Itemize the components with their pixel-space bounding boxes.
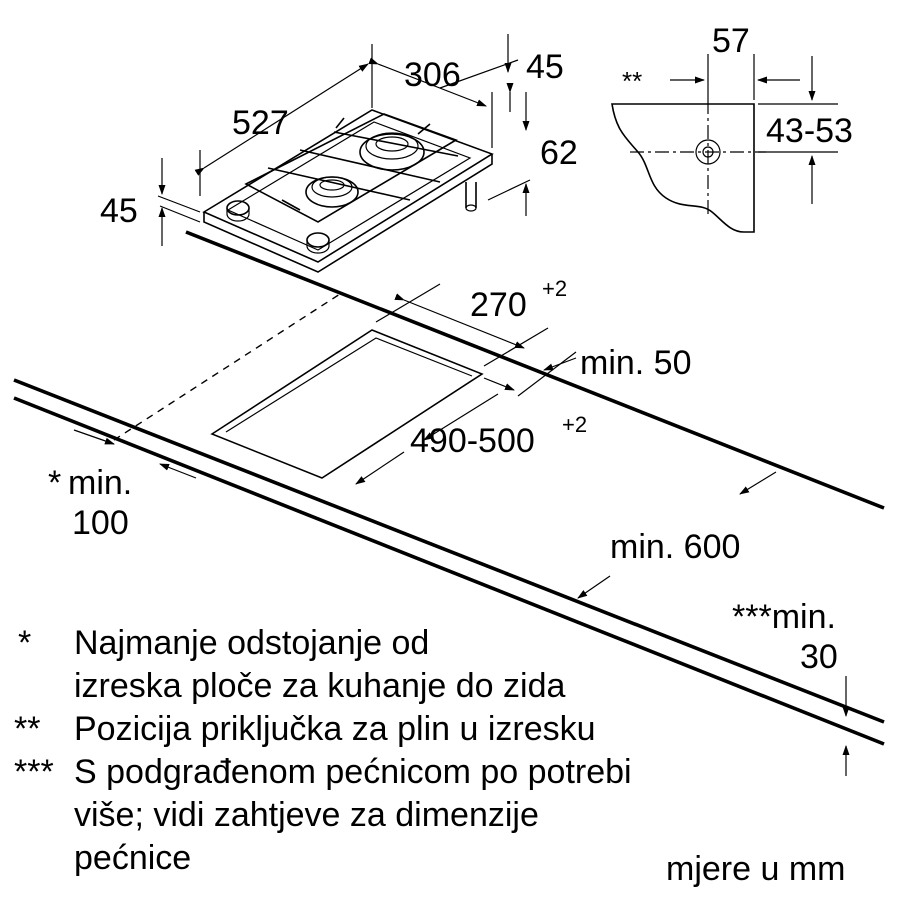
bracket-drawing: [611, 54, 838, 233]
dim-62: 62: [540, 134, 578, 172]
dim-57: 57: [712, 22, 750, 60]
worktop-drawing: [13, 230, 885, 746]
dim-270-tolerance: +2: [542, 276, 567, 301]
dim-490-500-tolerance: +2: [562, 412, 587, 437]
dim-45-side: 45: [100, 192, 138, 230]
note-1-line-2: izreska ploče za kuhanje do zida: [74, 667, 566, 705]
dim-45-top: 45: [526, 48, 564, 86]
note-1-line-1: Najmanje odstojanje od: [74, 624, 430, 662]
dim-min-600: min. 600: [610, 528, 740, 566]
worktop-dimension-lines: [73, 283, 850, 776]
note-1-mark: *: [18, 624, 32, 662]
dim-min-50: min. 50: [580, 344, 692, 382]
dim-490-500: 490-500: [410, 422, 535, 460]
dim-527: 527: [232, 104, 289, 142]
note-3-mark: ***: [14, 753, 54, 791]
dim-min-100-value: 100: [72, 504, 129, 542]
dim-306: 306: [404, 56, 461, 94]
dim-min-100-label: min.: [68, 464, 132, 502]
note-3-line-3: pećnice: [74, 839, 192, 877]
units-note: mjere u mm: [666, 850, 846, 888]
note-3-line-1: S podgrađenom pećnicom po potrebi: [74, 753, 632, 791]
gas-connection-mark: **: [622, 66, 642, 96]
dim-min-30-value: 30: [800, 638, 838, 676]
dim-43-53: 43-53: [766, 112, 853, 150]
dim-270: 270: [470, 286, 527, 324]
note-2-mark: **: [14, 710, 41, 748]
hob-dimension-lines: [157, 34, 531, 246]
dim-min-100-mark: *: [48, 464, 61, 502]
note-3-line-2: više; vidi zahtjeve za dimenzije: [74, 796, 539, 834]
note-2-line-1: Pozicija priključka za plin u izresku: [74, 710, 596, 748]
dim-min-30-label: ***min.: [732, 598, 836, 636]
